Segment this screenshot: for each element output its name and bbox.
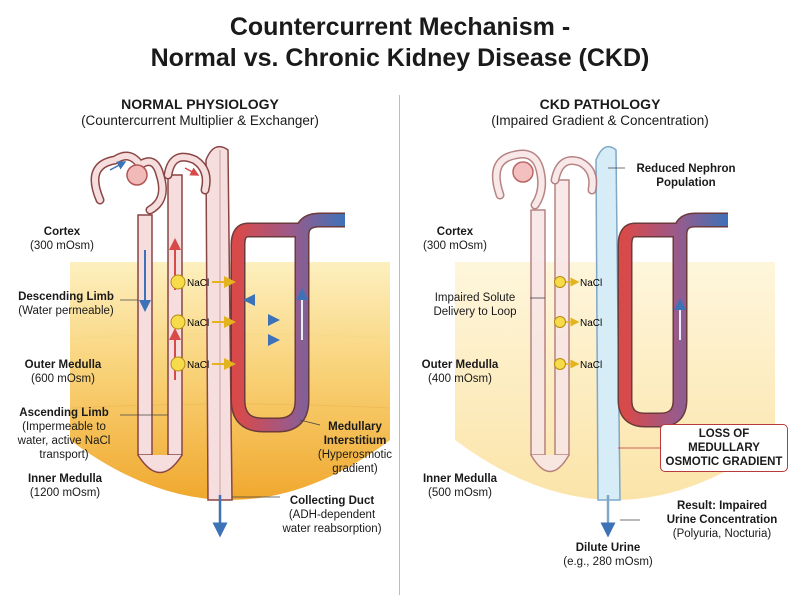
- collecting-duct-name: Collecting Duct: [289, 495, 375, 507]
- ckd-inner-medulla-value: (500 mOsm): [428, 487, 492, 499]
- result-label: Result: Impaired Urine Concentration (Po…: [652, 499, 792, 541]
- ckd-vasa-recta: [617, 212, 728, 428]
- collecting-duct-label: Collecting Duct (ADH-dependent water rea…: [270, 494, 394, 536]
- nacl-label-3: NaCl: [187, 360, 209, 371]
- normal-inner-medulla-name: Inner Medulla: [27, 473, 103, 485]
- medullary-interstitium-note-1: (Hyperosmotic: [317, 449, 393, 461]
- normal-panel-subheading: (Countercurrent Multiplier & Exchanger): [81, 113, 319, 128]
- medullary-interstitium-name-2: Interstitium: [323, 435, 387, 447]
- panel-divider: [399, 95, 400, 595]
- collecting-duct-note-2: water reabsorption): [282, 523, 382, 535]
- ckd-cortex-name: Cortex: [436, 226, 474, 238]
- normal-outer-medulla-label: Outer Medulla (600 mOsm): [8, 358, 118, 386]
- normal-vasa-recta: [230, 212, 345, 433]
- result-line-2: Urine Concentration: [666, 514, 778, 526]
- normal-panel-heading: NORMAL PHYSIOLOGY: [121, 96, 279, 112]
- ckd-panel-heading: CKD PATHOLOGY: [539, 96, 661, 112]
- normal-cortex-label: Cortex (300 mOsm): [12, 225, 112, 253]
- ascending-limb-note-3: transport): [39, 449, 89, 461]
- ascending-limb-name: Ascending Limb: [19, 407, 109, 419]
- normal-inner-medulla-label: Inner Medulla (1200 mOsm): [10, 472, 120, 500]
- loss-gradient-line-2: MEDULLARY: [688, 442, 760, 454]
- impaired-solute-line-2: Delivery to Loop: [433, 306, 517, 318]
- normal-nephron-loop: [90, 151, 211, 474]
- normal-collecting-duct: [205, 145, 233, 538]
- dilute-urine-name: Dilute Urine: [575, 542, 641, 554]
- page-title-line1: Countercurrent Mechanism -: [229, 13, 571, 41]
- ckd-inner-medulla-label: Inner Medulla (500 mOsm): [405, 472, 515, 500]
- ckd-outer-medulla-value: (400 mOsm): [428, 373, 492, 385]
- normal-cortex-value: (300 mOsm): [30, 240, 94, 252]
- descending-limb-note: (Water permeable): [18, 305, 114, 317]
- normal-leader-lines: [120, 299, 321, 498]
- normal-inner-medulla-value: (1200 mOsm): [29, 487, 101, 499]
- ckd-panel-subheading: (Impaired Gradient & Concentration): [491, 113, 709, 128]
- page-title-line2: Normal vs. Chronic Kidney Disease (CKD): [150, 44, 650, 72]
- impaired-solute-label: Impaired Solute Delivery to Loop: [420, 291, 530, 319]
- ckd-collecting-duct: [595, 145, 621, 538]
- descending-limb-name: Descending Limb: [18, 291, 114, 303]
- ascending-limb-note-1: (Impermeable to: [22, 421, 106, 433]
- medullary-interstitium-note-2: gradient): [332, 463, 378, 475]
- nacl-label-2: NaCl: [187, 318, 209, 329]
- dilute-urine-value: (e.g., 280 mOsm): [563, 556, 653, 568]
- ckd-cortex-value: (300 mOsm): [423, 240, 487, 252]
- ascending-limb-label: Ascending Limb (Impermeable to water, ac…: [6, 406, 122, 462]
- medullary-interstitium-name-1: Medullary: [328, 421, 382, 433]
- impaired-solute-line-1: Impaired Solute: [434, 292, 516, 304]
- medullary-interstitium-label: Medullary Interstitium (Hyperosmotic gra…: [312, 420, 398, 476]
- ckd-inner-medulla-name: Inner Medulla: [422, 473, 498, 485]
- ckd-cortex-label: Cortex (300 mOsm): [405, 225, 505, 253]
- descending-limb-label: Descending Limb (Water permeable): [6, 290, 126, 318]
- normal-nacl-transport: [170, 274, 236, 372]
- reduced-nephron-line-2: Population: [656, 177, 716, 189]
- ckd-nacl-label-1: NaCl: [580, 278, 602, 289]
- loss-gradient-line-3: OSMOTIC GRADIENT: [665, 456, 783, 468]
- ckd-nacl-label-2: NaCl: [580, 318, 602, 329]
- normal-outer-medulla-name: Outer Medulla: [24, 359, 102, 371]
- nacl-label-1: NaCl: [187, 278, 209, 289]
- reduced-nephron-label: Reduced Nephron Population: [626, 162, 746, 190]
- normal-cortex-name: Cortex: [43, 226, 81, 238]
- result-line-1: Result: Impaired: [676, 500, 768, 512]
- loss-gradient-line-1: LOSS OF: [698, 428, 750, 440]
- ascending-limb-note-2: water, active NaCl: [17, 435, 111, 447]
- collecting-duct-note-1: (ADH-dependent: [288, 509, 376, 521]
- ckd-nacl-transport: [554, 276, 580, 370]
- ckd-outer-medulla-label: Outer Medulla (400 mOsm): [405, 358, 515, 386]
- ckd-nacl-label-3: NaCl: [580, 360, 602, 371]
- ckd-leader-lines: [530, 167, 660, 521]
- dilute-urine-label: Dilute Urine (e.g., 280 mOsm): [548, 541, 668, 569]
- normal-outer-medulla-value: (600 mOsm): [31, 373, 95, 385]
- reduced-nephron-line-1: Reduced Nephron: [636, 163, 736, 175]
- result-line-3: (Polyuria, Nocturia): [672, 528, 772, 540]
- ckd-outer-medulla-name: Outer Medulla: [421, 359, 499, 371]
- loss-gradient-callout: LOSS OF MEDULLARY OSMOTIC GRADIENT: [660, 424, 788, 472]
